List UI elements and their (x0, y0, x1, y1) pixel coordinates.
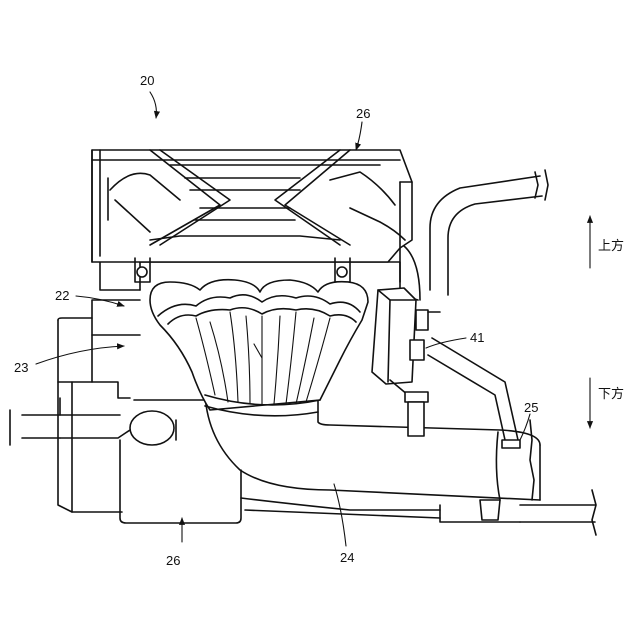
label-25: 25 (524, 400, 538, 415)
top-cover-26 (92, 150, 412, 262)
label-22: 22 (55, 288, 69, 303)
direction-up-label: 上方 (598, 238, 624, 254)
label-23: 23 (14, 360, 28, 375)
sensor-41 (372, 288, 440, 436)
label-24: 24 (340, 550, 354, 565)
engine-block (58, 300, 140, 512)
label-41: 41 (470, 330, 484, 345)
intake-manifold (150, 280, 368, 416)
direction-down-label: 下方 (598, 386, 624, 402)
label-20: 20 (140, 73, 154, 88)
lower-block-26 (120, 400, 241, 523)
label-26-bottom: 26 (166, 553, 180, 568)
left-pipe (10, 410, 60, 445)
label-26-top: 26 (356, 106, 370, 121)
